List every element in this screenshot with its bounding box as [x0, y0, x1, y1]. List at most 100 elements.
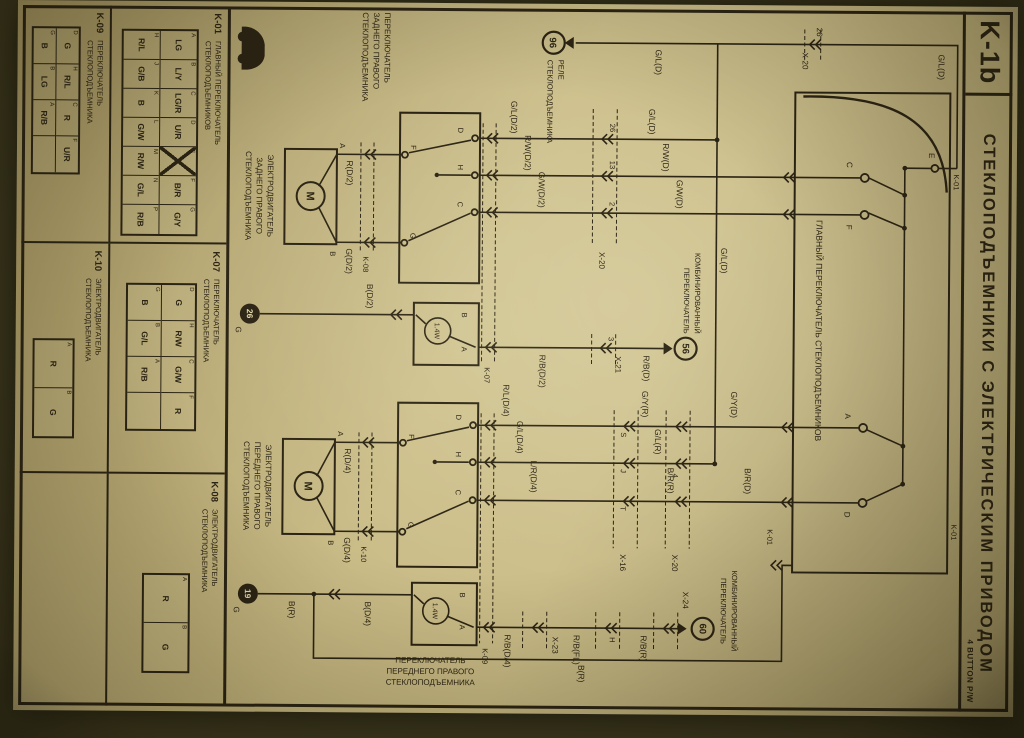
- diagram-label: G(D/4): [342, 537, 352, 563]
- diagram-label: J: [619, 469, 628, 473]
- diagram-label: ПЕРЕКЛЮЧАТЕЛЬ: [395, 656, 465, 665]
- connector-cell-empty: [18, 473, 107, 706]
- diagram-label: 13: [608, 161, 617, 169]
- connector-label-k08: K-08 ЭЛЕКТРОДВИГАТЕЛЬ СТЕКЛОПОДЪЕМНИКА: [199, 481, 220, 699]
- diagram-label: G/Y(D): [729, 392, 739, 419]
- connector-table-section: K-01 ГЛАВНЫЙ ПЕРЕКЛЮЧАТЕЛЬ СТЕКЛОПОДЪЕМН…: [18, 5, 231, 707]
- page-ref-triangle-60: [677, 622, 687, 635]
- diagram-label: G/L(D): [719, 248, 729, 274]
- diagram-label: C: [845, 162, 854, 168]
- pin: [468, 496, 477, 505]
- connector-name-line: СТЕКЛОПОДЪЕМНИКОВ: [203, 40, 213, 131]
- diagram-label: R/L(D/4): [501, 384, 511, 416]
- diagram-label: F: [844, 225, 853, 230]
- diagram-label: R/W(D): [661, 143, 671, 172]
- diagram-label: X-23: [550, 637, 559, 655]
- diagram-label: ЭЛЕКТРОДВИГАТЕЛЬ: [263, 444, 273, 527]
- connector-code: K-09: [93, 12, 105, 34]
- pin: [399, 438, 407, 447]
- diagram-label: G/L(D): [647, 109, 657, 135]
- diagram-label: ПЕРЕКЛЮЧАТЕЛЬ: [682, 268, 691, 334]
- pin-cell: [33, 136, 55, 172]
- contact: [858, 423, 868, 433]
- pin: [469, 421, 477, 430]
- connector-cell-k08: K-08 ЭЛЕКТРОДВИГАТЕЛЬ СТЕКЛОПОДЪЕМНИКА A…: [105, 473, 225, 707]
- diagram-label: M: [302, 481, 314, 490]
- connector-name-line: ЭЛЕКТРОДВИГАТЕЛЬ: [93, 278, 104, 356]
- connector-label-k01: K-01 ГЛАВНЫЙ ПЕРЕКЛЮЧАТЕЛЬ СТЕКЛОПОДЪЕМН…: [202, 13, 223, 235]
- connector-cell-k10: K-10 ЭЛЕКТРОДВИГАТЕЛЬ СТЕКЛОПОДЪЕМНИКА A…: [19, 243, 109, 474]
- diagram-label: A: [338, 143, 347, 148]
- diagram-label: G: [232, 607, 241, 613]
- diagram-label: A: [458, 625, 467, 630]
- diagram-label: R/W(D/2): [523, 135, 533, 171]
- pin: [470, 208, 479, 217]
- diagram-label: СТЕКЛОПОДЪЕМНИКА: [360, 12, 370, 102]
- diagram-label: 1.4W: [433, 323, 440, 340]
- rear-lamp-box: [412, 301, 480, 367]
- connector-label-k07: K-07 ПЕРЕКЛЮЧАТЕЛЬ СТЕКЛОПОДЪЕМНИКА: [200, 251, 222, 465]
- diagram-label: СТЕКЛОПОДЪЕМНИКА: [386, 678, 476, 688]
- diagram-label: S: [619, 432, 628, 437]
- diagram-label: B(D/2): [365, 284, 375, 309]
- pin: [400, 238, 409, 247]
- contact: [859, 173, 870, 183]
- diagram-label: G(D/2): [344, 248, 354, 274]
- diagram-label: K-01: [949, 525, 958, 541]
- connector-name-line: ПЕРЕКЛЮЧАТЕЛЬ: [211, 278, 222, 345]
- diagram-label: R/B(FL): [571, 635, 581, 665]
- circle-symbols: [293, 30, 940, 641]
- diagram-label: B(R): [287, 601, 297, 619]
- diagram-label: A: [336, 431, 345, 436]
- diagram-label: СТЕКЛОПОДЪЕМНИКА: [545, 60, 555, 143]
- connector-cell-k01: K-01 ГЛАВНЫЙ ПЕРЕКЛЮЧАТЕЛЬ СТЕКЛОПОДЪЕМН…: [108, 5, 228, 245]
- diagram-label: T: [618, 506, 627, 511]
- connector-label-k10: K-10 ЭЛЕКТРОДВИГАТЕЛЬ СТЕКЛОПОДЪЕМНИКА: [82, 250, 104, 464]
- pin-cell: [128, 393, 161, 429]
- diagram-label: K-08: [361, 256, 370, 272]
- diagram-label: K-01: [765, 529, 774, 545]
- diagram-label: РЕЛЕ: [556, 60, 565, 80]
- diagram-label: B/R(R): [666, 468, 676, 494]
- diagram-label: G/L(R): [653, 429, 663, 455]
- diagram-label: L/R(D/4): [529, 460, 539, 492]
- diagram-label: G/L(D): [654, 49, 664, 75]
- page-ref-triangle-96: [564, 36, 574, 49]
- pin: [470, 171, 479, 180]
- pin: [401, 150, 409, 159]
- diagram-label: C: [454, 490, 463, 496]
- diagram-label: 3: [607, 337, 616, 341]
- page-ref-triangle-56: [663, 342, 673, 355]
- diagram-label: G/W(D/2): [537, 172, 547, 208]
- diagram-label: 56: [680, 343, 691, 354]
- diagram-label: G: [406, 522, 415, 528]
- diagram-label: D: [456, 128, 465, 134]
- diagram-label: B: [326, 540, 335, 545]
- diagram-label: G/L(D): [936, 54, 946, 80]
- diagram-label: ЭЛЕКТРОДВИГАТЕЛЬ: [265, 154, 275, 237]
- pin: [398, 527, 407, 536]
- diagram-label: A: [843, 413, 852, 419]
- diagram-label: H: [608, 637, 617, 642]
- diagram-label: R(D/2): [345, 160, 355, 185]
- diagram-label: D: [454, 415, 463, 421]
- diagram-label: X-16: [618, 554, 627, 572]
- connector-name-line: СТЕКЛОПОДЪЕМНИКА: [201, 278, 212, 363]
- rear-switch-box: [398, 111, 482, 285]
